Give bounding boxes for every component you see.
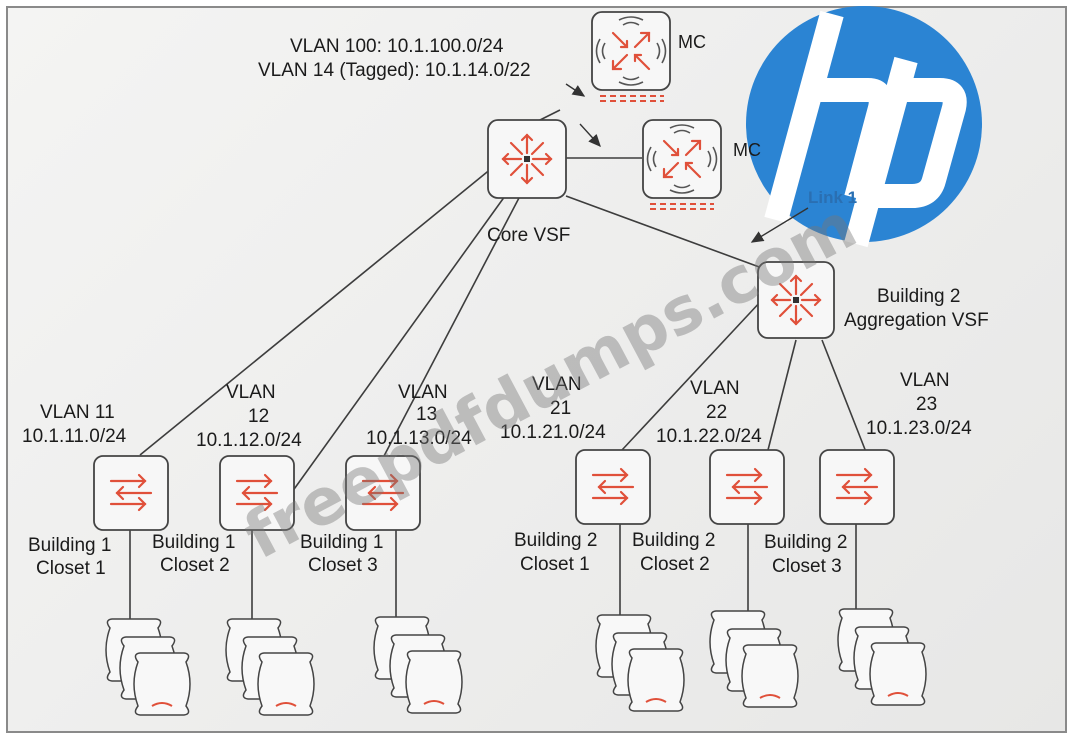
b2c3-label-line1: Building 2: [764, 532, 847, 553]
b2c2-label-line1: Building 2: [632, 530, 715, 551]
mc1-label: MC: [678, 32, 706, 52]
ap-cluster-b2c1: [595, 614, 685, 712]
agg-label-line1: Building 2: [877, 286, 960, 307]
link-agg-b2c3: [821, 339, 867, 453]
vlan12-number: 12: [248, 406, 269, 427]
vlan13-number: 13: [416, 404, 437, 425]
vlan12-label: VLAN: [226, 382, 276, 403]
building2-aggregation-vsf[interactable]: [757, 261, 835, 339]
vlan13-label: VLAN: [398, 382, 448, 403]
switch-b1c1[interactable]: [93, 455, 169, 531]
link-core-agg: [565, 195, 763, 269]
ap-cluster-b1c3: [373, 616, 463, 714]
b2c2-label-line2: Closet 2: [640, 554, 710, 575]
link1-pointer-arrow: [750, 207, 809, 243]
b1c3-label-line2: Closet 3: [308, 555, 378, 576]
annotation-arrow-mc1: [565, 83, 586, 97]
b2c3-label-line2: Closet 3: [772, 556, 842, 577]
b1c1-label-line1: Building 1: [28, 535, 111, 556]
annotation-arrow-core-mc2: [579, 123, 601, 148]
b2c1-label-line1: Building 2: [514, 530, 597, 551]
vlan21-label: VLAN: [532, 374, 582, 395]
switch-b2c1[interactable]: [575, 449, 651, 525]
link-core-b1c3: [383, 195, 521, 457]
core-vsf-switch[interactable]: [487, 119, 567, 199]
switch-b2c2[interactable]: [709, 449, 785, 525]
vlan21-number: 21: [550, 398, 571, 419]
link1-label: Link 1: [808, 188, 857, 207]
vlan23-label: VLAN: [900, 370, 950, 391]
ap-cluster-b1c2: [225, 618, 315, 716]
mc2-label: MC: [733, 140, 761, 160]
agg-label-line2: Aggregation VSF: [844, 310, 989, 331]
hp-logo: hp: [746, 6, 982, 248]
vlan11-label: VLAN 11: [40, 402, 115, 423]
mc-controller-2[interactable]: [642, 119, 722, 210]
annotation-vlan14: VLAN 14 (Tagged): 10.1.14.0/22: [258, 60, 531, 81]
vlan23-subnet: 10.1.23.0/24: [866, 418, 972, 439]
link-agg-b2c2: [767, 339, 797, 451]
vlan22-number: 22: [706, 402, 727, 423]
b2c1-label-line2: Closet 1: [520, 554, 590, 575]
link-agg-b2c1: [621, 299, 763, 451]
vlan22-label: VLAN: [690, 378, 740, 399]
vlan23-number: 23: [916, 394, 937, 415]
b1c3-label-line1: Building 1: [300, 532, 383, 553]
switch-b1c3[interactable]: [345, 455, 421, 531]
ap-cluster-b2c3: [837, 608, 927, 706]
ap-cluster-b2c2: [709, 610, 799, 708]
vlan22-subnet: 10.1.22.0/24: [656, 426, 762, 447]
vlan13-subnet: 10.1.13.0/24: [366, 428, 472, 449]
core-vsf-label: Core VSF: [487, 225, 570, 246]
switch-b1c2[interactable]: [219, 455, 295, 531]
link-core-b1c2: [291, 195, 506, 493]
switch-b2c3[interactable]: [819, 449, 895, 525]
annotation-vlan100: VLAN 100: 10.1.100.0/24: [290, 36, 504, 57]
b1c2-label-line1: Building 1: [152, 532, 235, 553]
b1c1-label-line2: Closet 1: [36, 558, 106, 579]
link-core-b1c1: [139, 167, 493, 456]
vlan12-subnet: 10.1.12.0/24: [196, 430, 302, 451]
mc-controller-1[interactable]: [591, 11, 671, 102]
ap-cluster-b1c1: [105, 618, 191, 716]
vlan21-subnet: 10.1.21.0/24: [500, 422, 606, 443]
vlan11-subnet: 10.1.11.0/24: [22, 426, 127, 447]
b1c2-label-line2: Closet 2: [160, 555, 230, 576]
